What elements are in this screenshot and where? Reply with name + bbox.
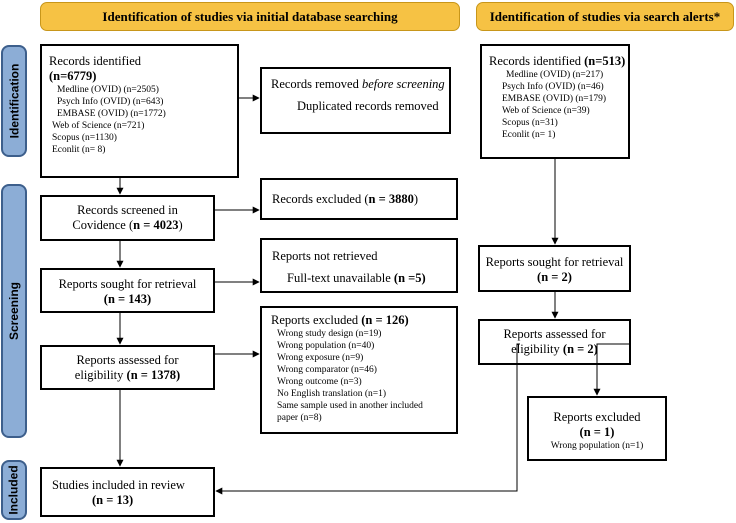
exclusion-reason: Wrong comparator (n=46) xyxy=(277,365,377,375)
records-screened-box: Records screened in Covidence (n = 4023) xyxy=(40,195,215,241)
alerts-excluded-reason: Wrong population (n=1) xyxy=(550,441,644,451)
records-excluded-box: Records excluded (n = 3880) xyxy=(260,178,458,220)
records-excluded-text: Records excluded (n = 3880) xyxy=(272,192,418,206)
reports-not-retrieved-title: Reports not retrieved xyxy=(272,249,378,263)
studies-included-line1: Studies included in review xyxy=(52,478,185,492)
source-item: Web of Science (n=721) xyxy=(52,121,145,131)
reports-excluded-box: Reports excluded (n = 126) Wrong study d… xyxy=(260,306,458,434)
alerts-sought-count: (n = 2) xyxy=(537,270,572,284)
exclusion-reason: Wrong outcome (n=3) xyxy=(277,377,362,387)
reports-not-retrieved-box: Reports not retrieved Full-text unavaila… xyxy=(260,238,458,293)
phase-identification: Identification xyxy=(1,45,27,157)
records-screened-line1: Records screened in xyxy=(77,203,178,217)
reports-assessed-line2: eligibility (n = 1378) xyxy=(74,368,181,382)
exclusion-reason: Wrong population (n=40) xyxy=(277,341,375,351)
source-item: EMBASE (OVID) (n=179) xyxy=(502,94,607,104)
header-alerts-text: Identification of studies via search ale… xyxy=(489,8,721,24)
studies-included-count: (n = 13) xyxy=(92,493,134,507)
arrow-alerts-to-included xyxy=(215,343,520,495)
source-item: Scopus (n=31) xyxy=(502,118,558,128)
alerts-excluded-count: (n = 1) xyxy=(579,425,615,439)
source-item: Psych Info (OVID) (n=46) xyxy=(502,82,604,92)
exclusion-reason: Wrong study design (n=19) xyxy=(277,329,382,339)
source-item: Medline (OVID) (n=217) xyxy=(506,70,604,80)
header-initial-text: Identification of studies via initial da… xyxy=(102,8,398,24)
source-item: Econlit (n= 1) xyxy=(502,130,556,140)
reports-sought-box: Reports sought for retrieval (n = 143) xyxy=(40,268,215,313)
source-item: Psych Info (OVID) (n=643) xyxy=(57,97,164,107)
source-item: Web of Science (n=39) xyxy=(502,106,590,116)
phase-included: Included xyxy=(1,460,27,520)
alerts-excluded-box: Reports excluded (n = 1) Wrong populatio… xyxy=(527,396,667,461)
exclusion-reason: Same sample used in another included pap… xyxy=(277,401,423,423)
source-item: Scopus (n=1130) xyxy=(52,133,117,143)
alerts-assessed-line2: eligibility (n = 2) xyxy=(511,342,598,356)
reports-not-retrieved-detail: Full-text unavailable (n =5) xyxy=(287,271,426,285)
records-removed-title: Records removed before screening xyxy=(271,77,445,91)
alerts-assessed-line1: Reports assessed for xyxy=(503,327,606,341)
records-identified-count: (n=6779) xyxy=(49,69,97,83)
source-item: Econlit (n= 8) xyxy=(52,145,106,155)
reports-sought-line1: Reports sought for retrieval xyxy=(58,277,197,291)
alerts-excluded-title: Reports excluded xyxy=(553,410,641,424)
alerts-identified-title: Records identified (n=513) xyxy=(489,54,626,68)
header-search-alerts: Identification of studies via search ale… xyxy=(476,2,734,31)
records-identified-title: Records identified xyxy=(49,54,141,68)
reports-assessed-line1: Reports assessed for xyxy=(76,353,179,367)
reports-assessed-box: Reports assessed for eligibility (n = 13… xyxy=(40,345,215,390)
source-item: Medline (OVID) (n=2505) xyxy=(57,85,159,95)
records-identified-box: Records identified (n=6779) Medline (OVI… xyxy=(40,44,239,178)
alerts-sought-line1: Reports sought for retrieval xyxy=(485,255,624,269)
source-item: EMBASE (OVID) (n=1772) xyxy=(57,109,166,119)
records-screened-line2: Covidence (n = 4023) xyxy=(72,218,183,232)
arrow-alerts-to-excluded xyxy=(593,343,631,396)
exclusion-reason: No English translation (n=1) xyxy=(277,389,387,399)
studies-included-box: Studies included in review (n = 13) xyxy=(40,467,215,517)
reports-sought-count: (n = 143) xyxy=(103,292,152,306)
reports-excluded-title: Reports excluded (n = 126) xyxy=(271,313,409,327)
phase-screening: Screening xyxy=(1,184,27,438)
records-removed-box: Records removed before screening Duplica… xyxy=(260,67,451,134)
header-initial-search: Identification of studies via initial da… xyxy=(40,2,460,31)
alerts-sought-box: Reports sought for retrieval (n = 2) xyxy=(478,245,631,292)
alerts-identified-box: Records identified (n=513) Medline (OVID… xyxy=(480,44,630,159)
records-removed-detail: Duplicated records removed xyxy=(297,99,439,113)
exclusion-reason: Wrong exposure (n=9) xyxy=(277,353,364,363)
alerts-assessed-box: Reports assessed for eligibility (n = 2) xyxy=(478,319,631,365)
